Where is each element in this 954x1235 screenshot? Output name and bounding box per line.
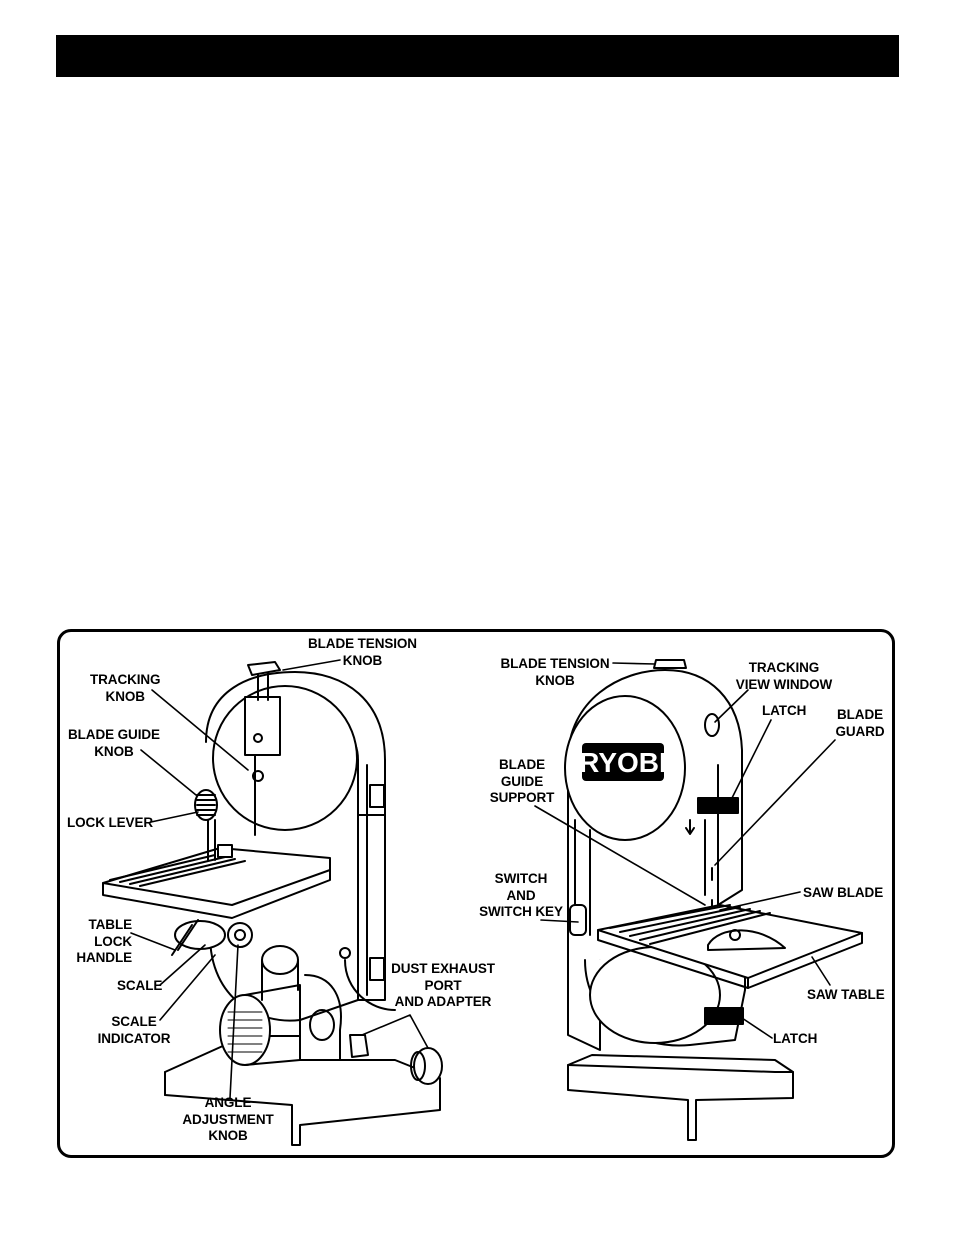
label-tracking-view-window: TRACKING VIEW WINDOW [735,660,833,692]
label-scale: SCALE [117,978,163,993]
left-band-saw-drawing [102,659,443,1146]
label-lock-lever: LOCK LEVER [67,815,154,830]
ryobi-logo: RYOBI [579,743,667,781]
label-latch-lower: LATCH [773,1031,818,1046]
label-table-lock-handle: TABLE LOCK HANDLE [76,917,132,965]
label-saw-table: SAW TABLE [807,987,885,1002]
right-band-saw-drawing [534,659,863,1141]
figure-frame [57,629,895,1158]
label-blade-guide-knob: BLADE GUIDE KNOB [68,727,160,759]
label-scale-indicator: SCALE INDICATOR [97,1014,171,1046]
label-angle-adjustment-knob: ANGLE ADJUSTMENT KNOB [182,1095,274,1143]
label-latch-upper: LATCH [762,703,807,718]
label-dust-exhaust-port: DUST EXHAUST PORT AND ADAPTER [391,961,495,1009]
label-saw-blade: SAW BLADE [803,885,884,900]
label-switch-and-switch-key: SWITCH AND SWITCH KEY [479,871,563,919]
label-blade-tension-knob-left: BLADE TENSION KNOB [308,636,417,668]
label-blade-guard: BLADE GUARD [835,707,885,739]
label-tracking-knob: TRACKING KNOB [90,672,161,704]
label-blade-guide-support: BLADE GUIDE SUPPORT [489,757,555,805]
brand-logo-text: RYOBI [579,747,667,778]
section-header-bar [56,35,899,77]
label-blade-tension-knob-right: BLADE TENSION KNOB [500,656,610,688]
